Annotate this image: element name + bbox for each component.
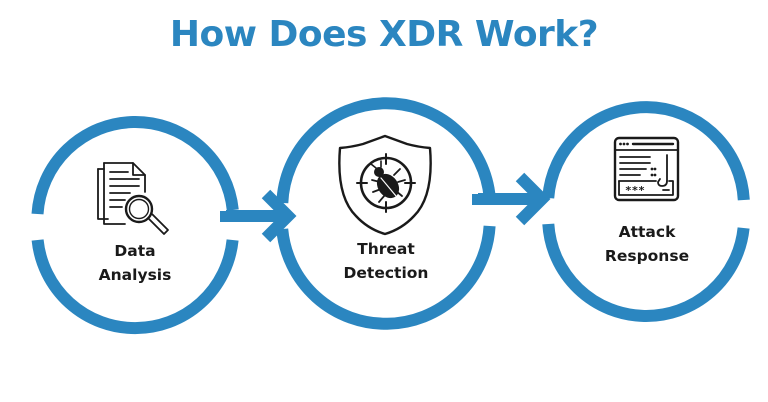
browser-password-hook-icon [613, 136, 680, 202]
bug-icon [370, 160, 406, 203]
step-label-line2: Analysis [98, 266, 172, 284]
shield-bug-target-icon [338, 134, 432, 236]
step-circle-threat-detection [276, 97, 496, 330]
page-title: How Does XDR Work? [169, 14, 599, 55]
step-circle-attack-response [542, 101, 750, 322]
step-circle-data-analysis [31, 116, 239, 335]
step-label-line2: Detection [343, 264, 429, 282]
step-label-line1: Data [114, 242, 156, 260]
step-label-threat-detection: Threat Detection [306, 237, 466, 285]
step-label-data-analysis: Data Analysis [55, 239, 215, 287]
step-label-line2: Response [604, 247, 690, 265]
arrow-connector-2 [472, 172, 551, 226]
password-mask: *** [625, 184, 645, 197]
arrow-connector-1 [220, 189, 297, 243]
step-label-line1: Threat [357, 240, 415, 258]
step-label-line1: Attack [618, 223, 676, 241]
step-label-attack-response: Attack Response [567, 220, 727, 268]
document-magnifier-icon [97, 162, 169, 235]
